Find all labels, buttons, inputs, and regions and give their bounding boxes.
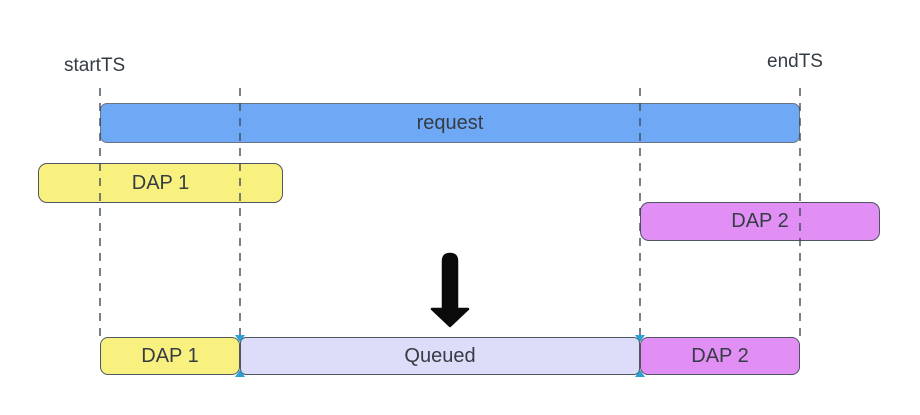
dap1-top-bar: DAP 1 xyxy=(38,163,283,203)
queued-bar-label: Queued xyxy=(404,344,476,367)
start-ts-label: startTS xyxy=(64,55,126,76)
dap2-bottom-bar: DAP 2 xyxy=(640,337,800,375)
queued-bar: Queued xyxy=(240,337,640,375)
end-ts-label: endTS xyxy=(767,51,823,72)
dap1-bottom-bar: DAP 1 xyxy=(100,337,240,375)
dap2-top-bar-label: DAP 2 xyxy=(731,210,789,232)
down-arrow-icon xyxy=(430,252,470,328)
dap1-top-bar-label: DAP 1 xyxy=(131,171,190,194)
dap2-bottom-bar-label: DAP 2 xyxy=(691,344,749,367)
request-bar-label: request xyxy=(416,111,484,134)
dap2-top-bar: DAP 2 xyxy=(640,202,880,241)
request-bar: request xyxy=(100,103,800,143)
dap1-bottom-bar-label: DAP 1 xyxy=(141,344,199,367)
down-arrow-shape xyxy=(430,252,470,328)
